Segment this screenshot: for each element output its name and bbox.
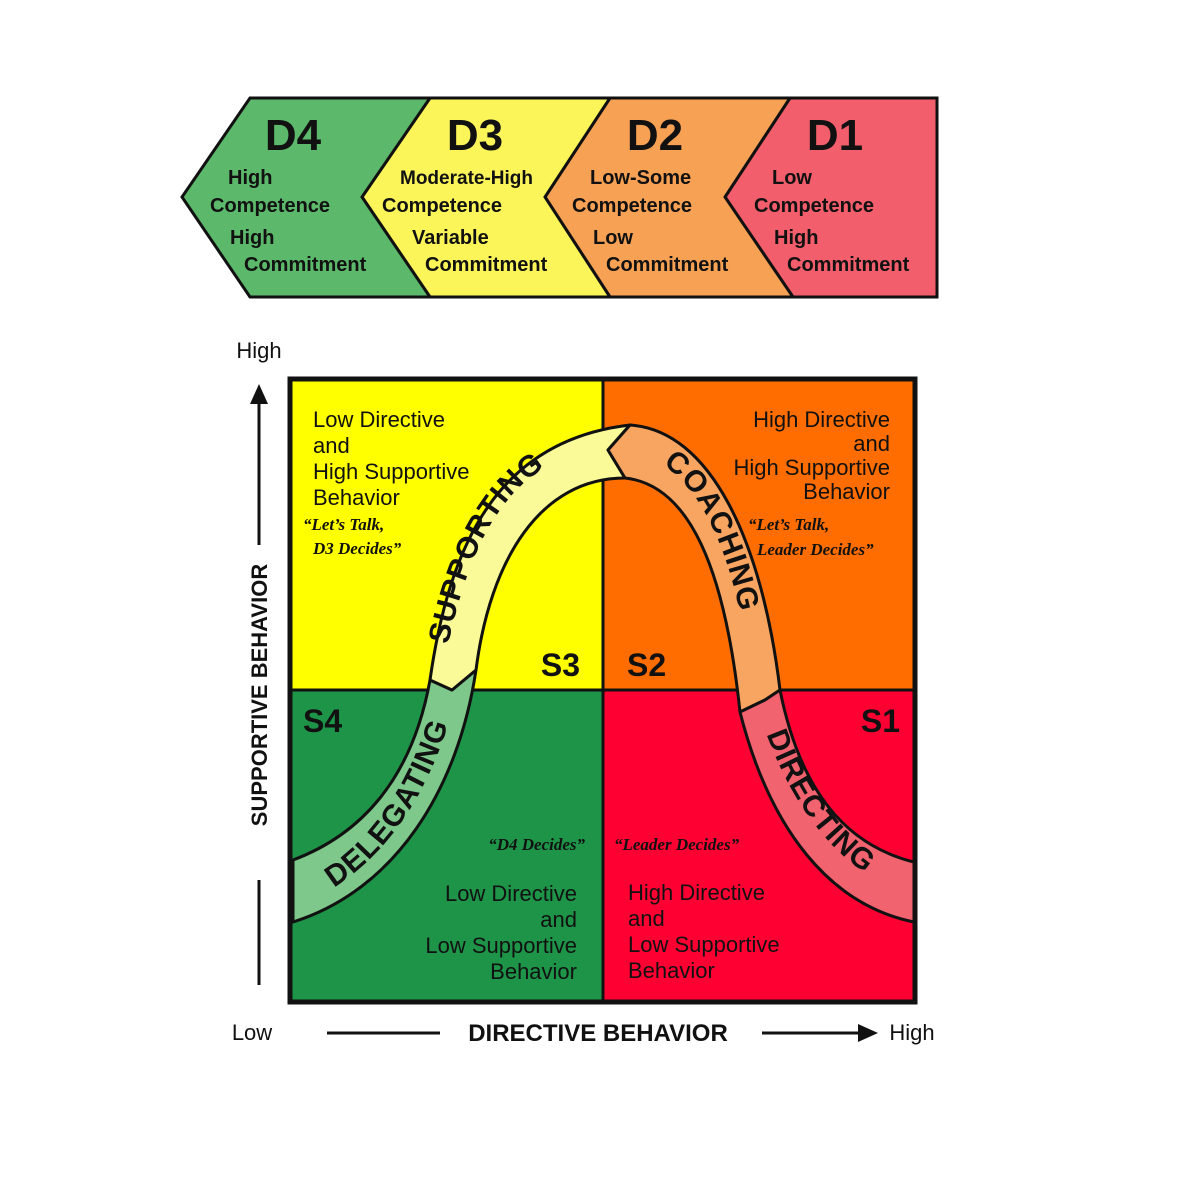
- d2-line4: Commitment: [606, 254, 729, 276]
- svg-text:Behavior: Behavior: [628, 958, 715, 983]
- svg-text:and: and: [540, 907, 577, 932]
- d2-line3: Low: [593, 227, 633, 249]
- svg-text:Low Directive: Low Directive: [445, 881, 577, 906]
- svg-text:High Supportive: High Supportive: [733, 455, 890, 480]
- d2-line1: Low-Some: [590, 167, 691, 189]
- s3-text: Low Directive and High Supportive Behavi…: [303, 407, 580, 683]
- s3-label: S3: [541, 647, 580, 683]
- d1-line1: Low: [772, 167, 812, 189]
- directing-band: [738, 688, 916, 924]
- chevron-d4: [180, 96, 433, 299]
- d4-title: D4: [265, 111, 322, 160]
- d1-line2: Competence: [754, 195, 874, 217]
- svg-text:“Leader Decides”: “Leader Decides”: [614, 835, 740, 854]
- d1-title: D1: [807, 111, 863, 160]
- svg-text:High Directive: High Directive: [628, 880, 765, 905]
- d2-title: D2: [627, 111, 683, 160]
- svg-text:Behavior: Behavior: [803, 479, 890, 504]
- d4-line4: Commitment: [244, 254, 367, 276]
- x-axis-label: DIRECTIVE BEHAVIOR: [468, 1020, 728, 1047]
- x-axis-low-label: Low: [232, 1020, 272, 1045]
- svg-text:Low Directive: Low Directive: [313, 407, 445, 432]
- d4-line2: Competence: [210, 195, 330, 217]
- d2-line2: Competence: [572, 195, 692, 217]
- s4-label: S4: [303, 703, 342, 739]
- d1-line3: High: [774, 227, 818, 249]
- svg-text:High Supportive: High Supportive: [313, 459, 470, 484]
- x-axis-arrow-right-icon: [858, 1024, 878, 1042]
- d3-line3: Variable: [412, 227, 489, 249]
- svg-text:High Directive: High Directive: [753, 407, 890, 432]
- x-axis: Low DIRECTIVE BEHAVIOR High: [232, 1020, 935, 1047]
- s2-text: High Directive and High Supportive Behav…: [627, 407, 890, 683]
- svg-text:D3 Decides”: D3 Decides”: [312, 539, 402, 558]
- development-level-band: D4 High Competence High Commitment D3 Mo…: [180, 96, 939, 299]
- svg-text:Leader Decides”: Leader Decides”: [756, 540, 874, 559]
- y-axis-label: SUPPORTIVE BEHAVIOR: [247, 564, 272, 827]
- y-axis: High SUPPORTIVE BEHAVIOR: [236, 338, 282, 985]
- svg-text:Low Supportive: Low Supportive: [628, 932, 780, 957]
- d3-line4: Commitment: [425, 254, 548, 276]
- s4-text: S4 “D4 Decides” Low Directive and Low Su…: [303, 703, 585, 984]
- svg-text:“Let’s Talk,: “Let’s Talk,: [748, 515, 829, 534]
- svg-text:and: and: [628, 906, 665, 931]
- svg-text:“Let’s Talk,: “Let’s Talk,: [303, 515, 384, 534]
- s2-label: S2: [627, 647, 666, 683]
- svg-text:“D4 Decides”: “D4 Decides”: [488, 835, 585, 854]
- svg-text:Behavior: Behavior: [490, 959, 577, 984]
- svg-text:and: and: [313, 433, 350, 458]
- d3-title: D3: [447, 111, 503, 160]
- s1-text: S1 “Leader Decides” High Directive and L…: [614, 703, 900, 983]
- svg-text:and: and: [853, 431, 890, 456]
- d4-line1: High: [228, 167, 272, 189]
- d4-line3: High: [230, 227, 274, 249]
- svg-text:Behavior: Behavior: [313, 485, 400, 510]
- y-axis-high-label: High: [236, 338, 281, 363]
- y-axis-arrow-up-icon: [250, 384, 268, 404]
- d1-line4: Commitment: [787, 254, 910, 276]
- d3-line1: Moderate-High: [400, 168, 533, 189]
- x-axis-high-label: High: [889, 1020, 934, 1045]
- svg-text:Low Supportive: Low Supportive: [425, 933, 577, 958]
- s1-label: S1: [861, 703, 900, 739]
- d3-line2: Competence: [382, 195, 502, 217]
